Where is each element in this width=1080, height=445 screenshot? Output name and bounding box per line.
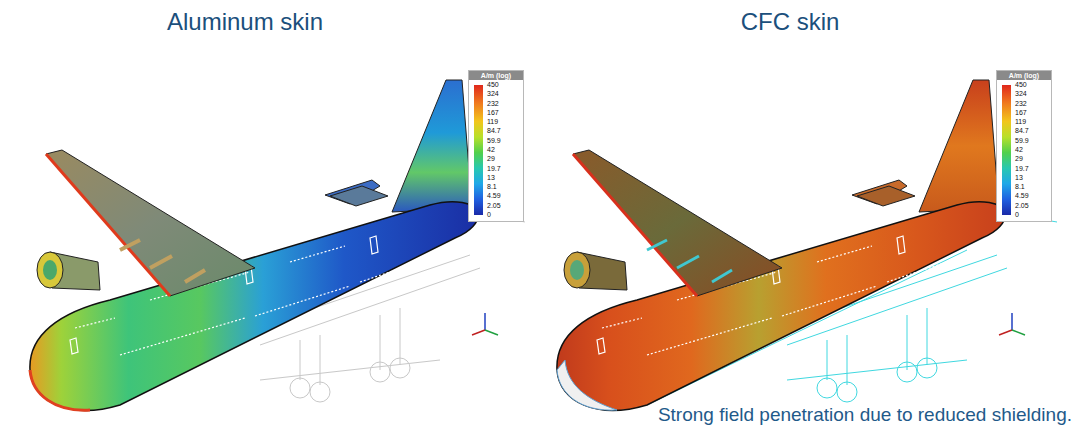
scale-tick: 119	[1015, 118, 1026, 126]
scale-tick: 59.9	[487, 137, 501, 145]
scale-tick: 4.59	[487, 192, 501, 200]
scale-unit: A/m (log)	[997, 71, 1051, 80]
color-scale: A/m (log)450324 23216711984.7 59.94229 19.7…	[468, 70, 524, 222]
scale-tick: 0	[487, 211, 491, 219]
scale-tick: 13	[487, 174, 495, 182]
scale-tick: 13	[1015, 174, 1023, 182]
color-gradient	[474, 85, 483, 215]
scale-tick: 232	[487, 100, 499, 108]
scale-tick: 324	[1015, 90, 1027, 98]
color-scale: A/m (log)450324 23216711984.7 59.94229 19.7…	[996, 70, 1052, 222]
scale-tick: 29	[1015, 155, 1023, 163]
scale-tick: 84.7	[487, 127, 501, 135]
figure-caption: Strong field penetration due to reduced …	[658, 404, 1072, 426]
scale-tick: 19.7	[1015, 165, 1029, 173]
scale-tick: 167	[1015, 109, 1027, 117]
scale-tick: 450	[487, 81, 499, 89]
scale-tick: 42	[487, 146, 495, 154]
panel-heading: Aluminum skin	[167, 8, 323, 36]
scale-tick: 324	[487, 90, 499, 98]
scale-tick: 450	[1015, 81, 1027, 89]
scale-tick: 0	[1015, 211, 1019, 219]
scale-unit: A/m (log)	[469, 71, 523, 80]
scale-tick: 167	[487, 109, 499, 117]
scale-tick: 8.1	[487, 183, 497, 191]
scale-tick: 4.59	[1015, 192, 1029, 200]
scale-tick: 2.05	[487, 202, 501, 210]
scale-tick: 42	[1015, 146, 1023, 154]
scale-tick: 8.1	[1015, 183, 1025, 191]
scale-tick: 2.05	[1015, 202, 1029, 210]
scale-tick: 84.7	[1015, 127, 1029, 135]
scale-tick: 19.7	[487, 165, 501, 173]
color-gradient	[1002, 85, 1011, 215]
panel-heading: CFC skin	[741, 8, 840, 36]
scale-tick: 232	[1015, 100, 1027, 108]
scale-tick: 119	[487, 118, 498, 126]
scale-tick: 29	[487, 155, 495, 163]
scale-tick: 59.9	[1015, 137, 1029, 145]
